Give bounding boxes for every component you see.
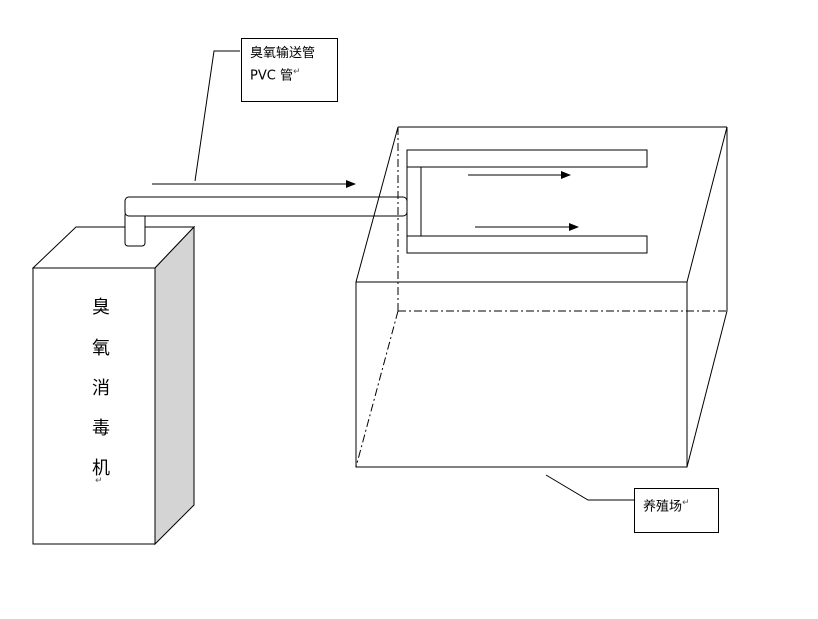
pipe-label-box: 臭氧输送管 PVC 管↵: [241, 38, 338, 102]
machine-front: [32, 267, 156, 545]
pipe-vertical: [124, 211, 146, 247]
distribution-pipes: [406, 149, 648, 254]
machine-char-4: 毒: [92, 418, 110, 439]
farm-label: 养殖场: [643, 499, 683, 515]
pipe-label-line1: 臭氧输送管: [250, 46, 316, 61]
farm-leader-line: [545, 474, 634, 501]
machine-char-5: 机: [92, 458, 110, 479]
farm-front-face: [355, 281, 688, 468]
farm-label-box: 养殖场↵: [634, 488, 719, 533]
pvc-pipe: [124, 196, 408, 247]
machine-char-3: 消: [92, 378, 110, 399]
machine-char-2: 氧: [92, 338, 110, 359]
machine-side: [154, 225, 195, 546]
ozone-machine: [31, 225, 196, 546]
pipe-label-line2: PVC 管: [250, 68, 293, 84]
paragraph-mark: ↵: [95, 476, 103, 486]
pipe-leader-line: [194, 50, 240, 182]
farm-box: [355, 126, 728, 468]
machine-char-1: 臭: [92, 297, 110, 318]
pipe-horizontal: [124, 196, 408, 217]
